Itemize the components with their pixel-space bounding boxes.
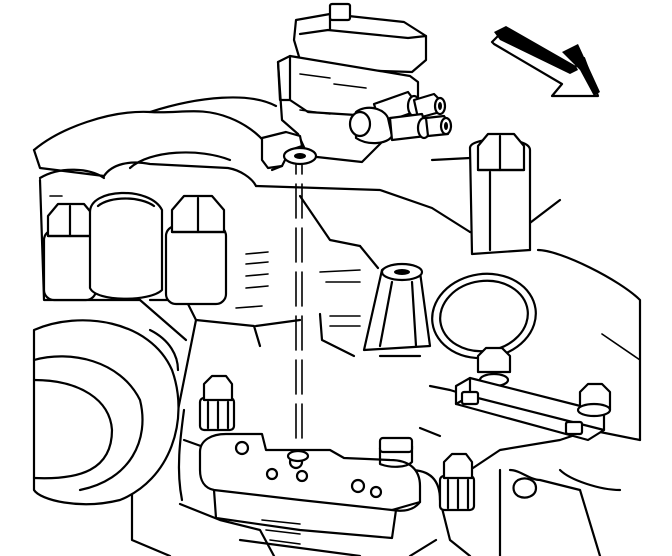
- head-bolt-left: [42, 202, 98, 302]
- stud-bolt-right: [438, 452, 476, 512]
- tube-bolt: [468, 132, 532, 256]
- right-hex-bolt: [576, 382, 612, 418]
- hose-nipple-upper: [372, 90, 447, 126]
- spacer-rail: [454, 376, 606, 442]
- round-housing: [32, 319, 180, 506]
- conical-boss: [362, 262, 432, 352]
- head-bolt-right: [164, 194, 228, 306]
- stud-bolt-left: [198, 374, 236, 432]
- arrow-down-right-icon: [490, 26, 600, 98]
- engine-block: [32, 96, 642, 556]
- vacuum-solenoid: [260, 2, 453, 172]
- head-bolt-middle: [88, 191, 164, 300]
- mounting-bracket: [198, 432, 422, 540]
- hose-nipple-lower: [348, 106, 453, 145]
